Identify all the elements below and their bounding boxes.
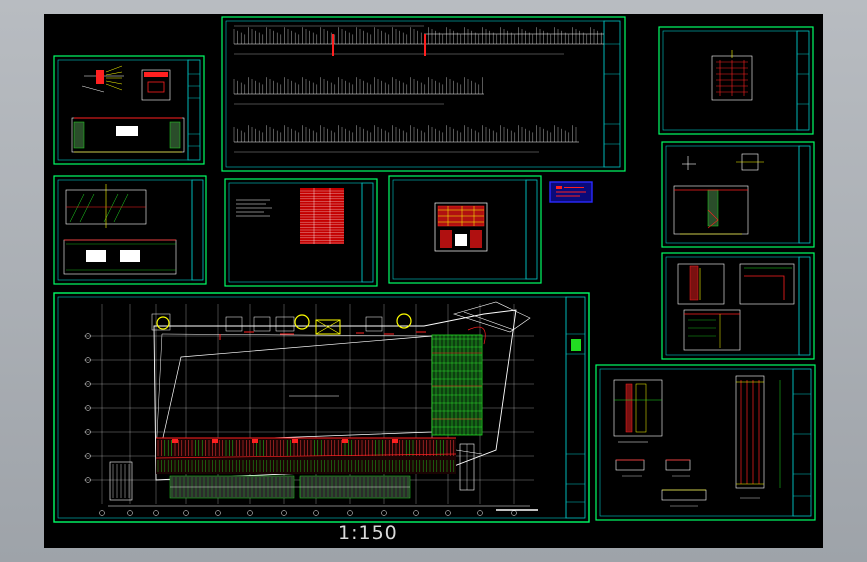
entry-structure — [109, 461, 133, 501]
sheet-schematic-top[interactable] — [221, 16, 626, 172]
section-strip-icon — [71, 117, 185, 153]
stair-column — [455, 443, 483, 491]
angled-wing — [452, 301, 531, 345]
schematic-rows — [233, 25, 604, 153]
drawing-canvas[interactable]: 1:150 — [44, 14, 823, 548]
sheet-table[interactable] — [224, 178, 378, 287]
drawing-svg — [53, 16, 816, 523]
sheet-detail-bottom-right[interactable] — [595, 364, 816, 521]
section-detail-icon — [677, 263, 795, 351]
stall-band — [155, 437, 457, 474]
section-detail-icon — [673, 153, 764, 235]
section-detail-icon — [613, 379, 707, 507]
wiring-symbol-icon — [81, 65, 124, 93]
sheet-main-floor-plan[interactable] — [53, 292, 590, 523]
panel-detail-icon — [141, 69, 171, 101]
sheet-detail-right-2[interactable] — [661, 252, 815, 360]
column-elevation-icon — [735, 375, 781, 499]
room-plan-icon — [711, 50, 753, 101]
elevation-lower-icon — [63, 239, 177, 275]
sheet-detail-right-1[interactable] — [661, 141, 815, 248]
scale-label: 1:150 — [338, 522, 398, 544]
atrium-outline — [161, 335, 433, 443]
notes-text-block — [236, 199, 272, 217]
material-table-icon — [300, 188, 344, 244]
bottom-hatch-zones — [169, 475, 411, 499]
sheet-legend-box[interactable] — [549, 181, 593, 203]
legend-icon — [556, 186, 586, 197]
sheet-detail-top-left[interactable] — [53, 55, 205, 165]
sheet-plan-top-right[interactable] — [658, 26, 814, 135]
room-plan-icon — [434, 202, 488, 252]
elevation-upper-icon — [65, 184, 147, 228]
dimension-line — [108, 505, 538, 511]
top-rooms-row — [151, 313, 426, 340]
sheet-elevation-left[interactable] — [53, 175, 207, 285]
parking-grid-area — [431, 334, 483, 436]
sheet-room-plan[interactable] — [388, 175, 542, 284]
